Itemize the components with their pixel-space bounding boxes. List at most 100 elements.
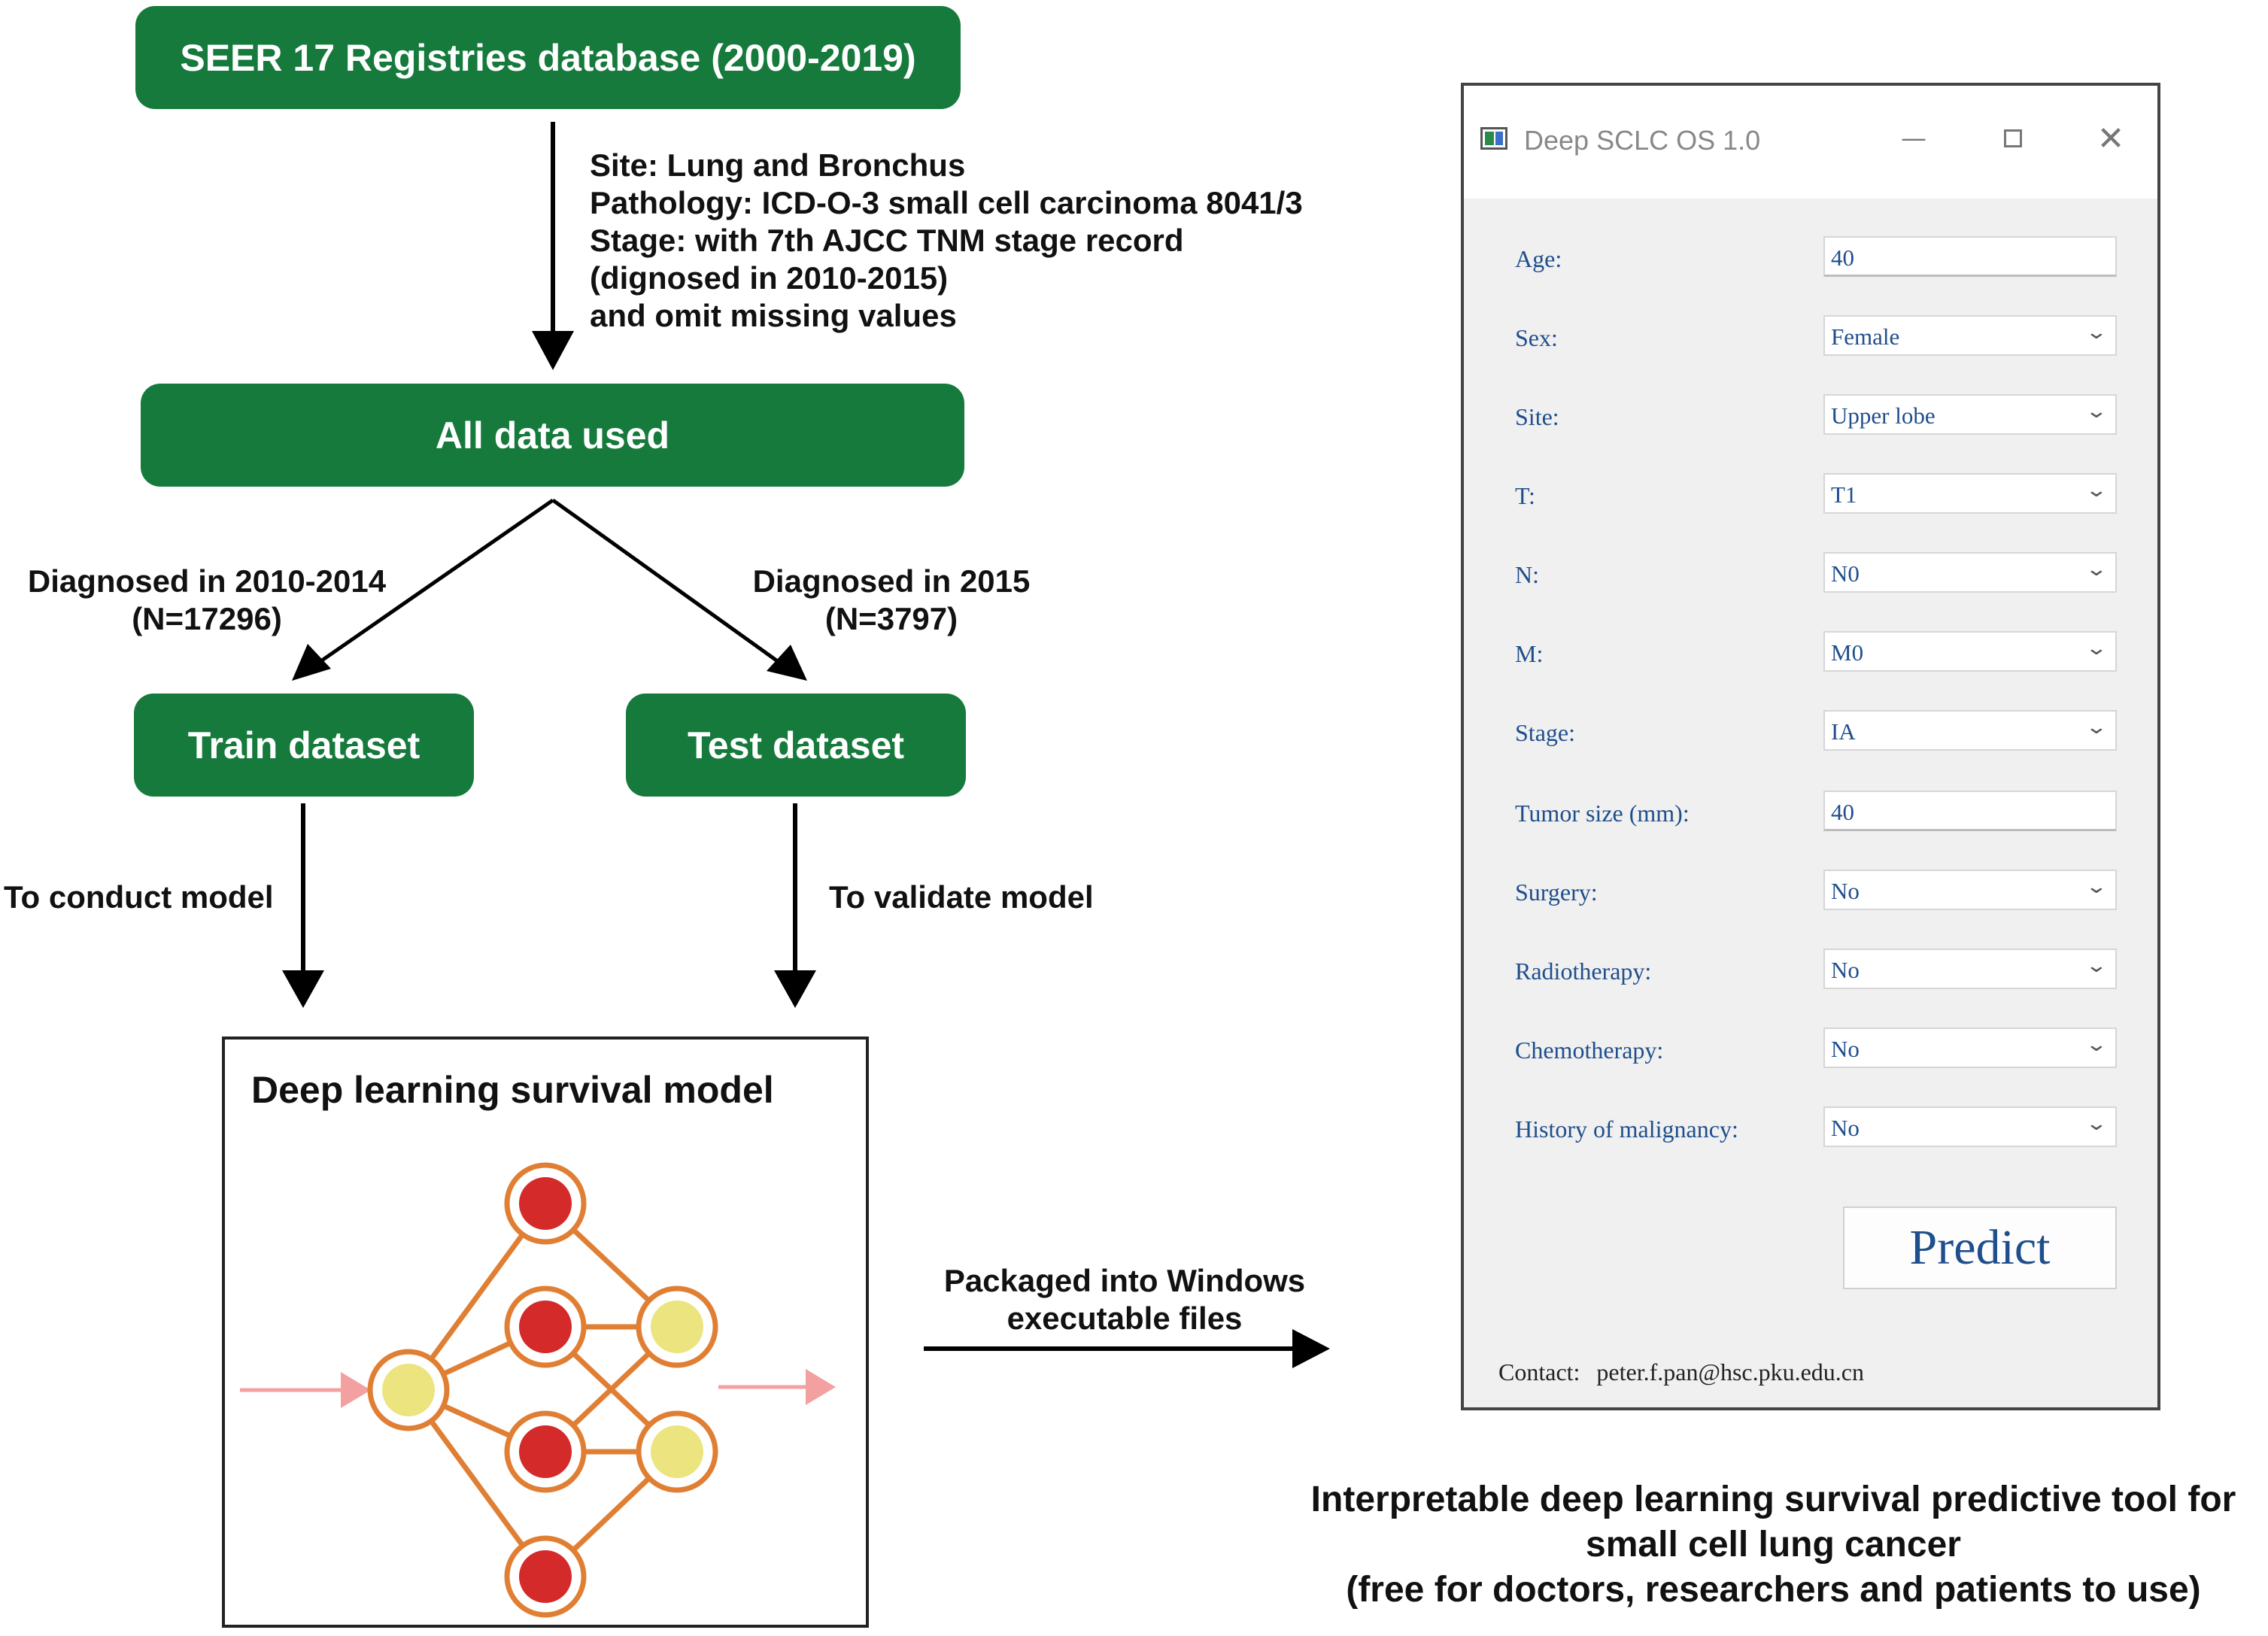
hidden-node xyxy=(519,1301,572,1353)
seer-database-label: SEER 17 Registries database (2000-2019) xyxy=(180,36,916,79)
test-split-year: Diagnosed in 2015 xyxy=(752,563,1031,599)
criteria-years: (dignosed in 2010-2015) xyxy=(590,260,949,296)
hidden-node xyxy=(519,1425,572,1478)
field-label: Radiotherapy: xyxy=(1515,958,1652,985)
field-row-tumor-size: Tumor size (mm): 40 xyxy=(1464,791,2157,833)
history-of-malignancy-select[interactable]: No ⌄ xyxy=(1823,1106,2117,1147)
field-label: Sex: xyxy=(1515,324,1558,351)
predict-button[interactable]: Predict xyxy=(1843,1207,2117,1289)
chevron-down-icon: ⌄ xyxy=(2084,637,2109,660)
hidden-node xyxy=(519,1550,572,1603)
field-row-age: Age: 40 xyxy=(1464,236,2157,278)
caption-line-2: small cell lung cancer xyxy=(1586,1525,1961,1565)
hidden-node xyxy=(519,1177,572,1230)
surgery-select[interactable]: No ⌄ xyxy=(1823,870,2117,910)
close-button[interactable]: ✕ xyxy=(2088,116,2133,161)
conduct-model-label: To conduct model xyxy=(4,879,274,915)
criteria-missing: and omit missing values xyxy=(590,298,957,333)
field-row-site: Site: Upper lobe ⌄ xyxy=(1464,394,2157,436)
age-input[interactable]: 40 xyxy=(1823,236,2117,277)
field-value: No xyxy=(1831,957,1860,983)
field-label: Age: xyxy=(1515,245,1562,272)
field-value: Female xyxy=(1831,323,1900,350)
field-row-sex: Sex: Female ⌄ xyxy=(1464,315,2157,357)
chemotherapy-select[interactable]: No ⌄ xyxy=(1823,1027,2117,1068)
maximize-icon xyxy=(2004,129,2022,147)
field-row-n: N: N0 ⌄ xyxy=(1464,552,2157,594)
field-label: Tumor size (mm): xyxy=(1515,800,1690,827)
minimize-icon: — xyxy=(1901,123,1926,153)
field-row-m: M: M0 ⌄ xyxy=(1464,631,2157,673)
test-split-label: Diagnosed in 2015 (N=3797) xyxy=(741,563,1042,638)
field-value: M0 xyxy=(1831,639,1864,666)
n-select[interactable]: N0 ⌄ xyxy=(1823,552,2117,593)
field-row-stage: Stage: IA ⌄ xyxy=(1464,710,2157,752)
train-split-label: Diagnosed in 2010-2014 (N=17296) xyxy=(15,563,399,638)
app-window: Deep SCLC OS 1.0 — ✕ Age: 40 Sex: Female… xyxy=(1461,83,2160,1410)
minimize-button[interactable]: — xyxy=(1891,116,1936,161)
field-label: Chemotherapy: xyxy=(1515,1037,1664,1064)
tumor-size-input[interactable]: 40 xyxy=(1823,791,2117,831)
app-icon xyxy=(1480,127,1507,150)
neural-network-diagram xyxy=(240,1162,836,1618)
criteria-pathology: Pathology: ICD-O-3 small cell carcinoma … xyxy=(590,185,1303,220)
chevron-down-icon: ⌄ xyxy=(2084,1034,2109,1056)
output-node xyxy=(651,1425,703,1478)
train-dataset-label: Train dataset xyxy=(187,724,421,766)
field-label: M: xyxy=(1515,640,1544,667)
packaged-line-2: executable files xyxy=(1006,1301,1243,1336)
train-split-count: (N=17296) xyxy=(132,601,282,636)
field-row-surgery: Surgery: No ⌄ xyxy=(1464,870,2157,912)
test-dataset-label: Test dataset xyxy=(687,724,905,766)
chevron-down-icon: ⌄ xyxy=(2084,479,2109,502)
chevron-down-icon: ⌄ xyxy=(2084,716,2109,739)
radiotherapy-select[interactable]: No ⌄ xyxy=(1823,949,2117,989)
chevron-down-icon: ⌄ xyxy=(2084,321,2109,344)
field-label: Site: xyxy=(1515,403,1559,430)
field-label: Surgery: xyxy=(1515,879,1598,906)
t-select[interactable]: T1 ⌄ xyxy=(1823,473,2117,514)
inclusion-criteria: Site: Lung and Bronchus Pathology: ICD-O… xyxy=(590,147,1303,335)
field-value: Upper lobe xyxy=(1831,402,1936,429)
chevron-down-icon: ⌄ xyxy=(2084,1112,2109,1135)
model-box: Deep learning survival model xyxy=(222,1037,869,1628)
contact-line: Contact: peter.f.pan@hsc.pku.edu.cn xyxy=(1498,1358,1864,1386)
stage-select[interactable]: IA ⌄ xyxy=(1823,710,2117,751)
field-row-chemotherapy: Chemotherapy: No ⌄ xyxy=(1464,1027,2157,1070)
field-label: N: xyxy=(1515,561,1539,588)
caption: Interpretable deep learning survival pre… xyxy=(1279,1477,2268,1613)
title-bar: Deep SCLC OS 1.0 — ✕ xyxy=(1464,86,2157,199)
field-row-history: History of malignancy: No ⌄ xyxy=(1464,1106,2157,1149)
field-row-t: T: T1 ⌄ xyxy=(1464,473,2157,515)
field-value: No xyxy=(1831,1115,1860,1141)
packaged-label: Packaged into Windows executable files xyxy=(933,1262,1316,1337)
field-value: 40 xyxy=(1831,244,1854,271)
maximize-button[interactable] xyxy=(1990,116,2036,161)
all-data-label: All data used xyxy=(435,414,670,457)
site-select[interactable]: Upper lobe ⌄ xyxy=(1823,394,2117,435)
field-value: IA xyxy=(1831,718,1856,745)
field-row-radiotherapy: Radiotherapy: No ⌄ xyxy=(1464,949,2157,991)
contact-email[interactable]: peter.f.pan@hsc.pku.edu.cn xyxy=(1596,1358,1864,1386)
test-dataset-box: Test dataset xyxy=(626,694,966,797)
input-node xyxy=(382,1364,435,1416)
chevron-down-icon: ⌄ xyxy=(2084,558,2109,581)
field-value: No xyxy=(1831,878,1860,904)
train-split-years: Diagnosed in 2010-2014 xyxy=(27,563,387,599)
model-title: Deep learning survival model xyxy=(251,1069,774,1111)
criteria-stage: Stage: with 7th AJCC TNM stage record xyxy=(590,223,1184,258)
close-icon: ✕ xyxy=(2096,119,2125,158)
m-select[interactable]: M0 ⌄ xyxy=(1823,631,2117,672)
chevron-down-icon: ⌄ xyxy=(2084,876,2109,898)
field-value: N0 xyxy=(1831,560,1860,587)
criteria-site: Site: Lung and Bronchus xyxy=(590,147,966,183)
caption-line-3: (free for doctors, researchers and patie… xyxy=(1346,1570,2201,1610)
field-label: History of malignancy: xyxy=(1515,1115,1738,1143)
field-label: T: xyxy=(1515,482,1535,509)
train-dataset-box: Train dataset xyxy=(134,694,474,797)
sex-select[interactable]: Female ⌄ xyxy=(1823,315,2117,356)
packaged-line-1: Packaged into Windows xyxy=(943,1263,1306,1298)
seer-database-box: SEER 17 Registries database (2000-2019) xyxy=(135,6,961,109)
output-node xyxy=(651,1301,703,1353)
